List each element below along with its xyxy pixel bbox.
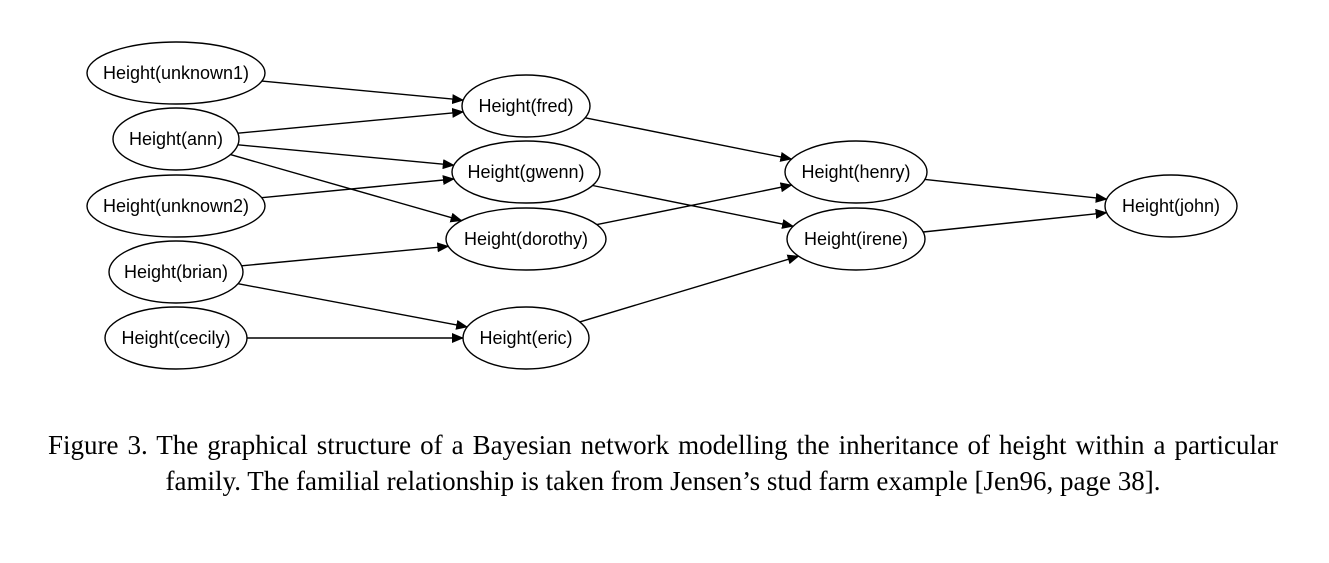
edge-ann-to-fred	[237, 107, 465, 134]
node-henry: Height(henry)	[784, 140, 928, 204]
edge-brian-to-dorothy	[241, 242, 450, 267]
edge-unknown1-to-fred	[261, 80, 465, 105]
edges-layer	[230, 80, 1108, 343]
edge-ann-to-dorothy	[230, 153, 463, 223]
figure-caption: Figure 3. The graphical structure of a B…	[48, 430, 1278, 496]
node-gwenn: Height(gwenn)	[451, 140, 601, 204]
node-ellipse-john	[1104, 174, 1238, 238]
node-ellipse-dorothy	[445, 207, 607, 271]
node-cecily: Height(cecily)	[104, 306, 248, 370]
node-ellipse-cecily	[104, 306, 248, 370]
node-ellipse-eric	[462, 306, 590, 370]
node-label-brian: Height(brian)	[124, 262, 228, 282]
node-eric: Height(eric)	[462, 306, 590, 370]
edge-unknown2-to-gwenn	[261, 175, 455, 199]
node-ellipse-irene	[786, 207, 926, 271]
node-label-henry: Height(henry)	[801, 162, 910, 182]
node-unknown2: Height(unknown2)	[86, 174, 266, 238]
edge-eric-to-irene	[579, 254, 800, 323]
node-label-gwenn: Height(gwenn)	[467, 162, 584, 182]
nodes-layer: Height(unknown1) Height(ann) Height(unknow…	[86, 41, 1238, 370]
node-label-cecily: Height(cecily)	[121, 328, 230, 348]
node-ellipse-unknown2	[86, 174, 266, 238]
edge-henry-to-john	[924, 178, 1108, 203]
node-ellipse-ann	[112, 107, 240, 171]
node-irene: Height(irene)	[786, 207, 926, 271]
node-brian: Height(brian)	[108, 240, 244, 304]
node-ellipse-henry	[784, 140, 928, 204]
edge-irene-to-john	[923, 208, 1108, 233]
node-label-unknown1: Height(unknown1)	[103, 63, 249, 83]
node-dorothy: Height(dorothy)	[445, 207, 607, 271]
edge-dorothy-to-henry	[596, 182, 793, 226]
bayesian-network-diagram: Height(unknown1) Height(ann) Height(unknow…	[86, 41, 1238, 370]
node-label-irene: Height(irene)	[804, 229, 908, 249]
edge-brian-to-eric	[237, 283, 469, 330]
node-unknown1: Height(unknown1)	[86, 41, 266, 105]
edge-fred-to-henry	[585, 117, 793, 162]
node-ann: Height(ann)	[112, 107, 240, 171]
node-label-unknown2: Height(unknown2)	[103, 196, 249, 216]
node-ellipse-fred	[461, 74, 591, 138]
node-fred: Height(fred)	[461, 74, 591, 138]
node-label-ann: Height(ann)	[129, 129, 223, 149]
node-john: Height(john)	[1104, 174, 1238, 238]
edge-ann-to-gwenn	[237, 144, 455, 170]
node-ellipse-gwenn	[451, 140, 601, 204]
edge-gwenn-to-irene	[592, 184, 795, 229]
node-ellipse-brian	[108, 240, 244, 304]
node-label-eric: Height(eric)	[479, 328, 572, 348]
node-label-dorothy: Height(dorothy)	[464, 229, 588, 249]
node-label-john: Height(john)	[1122, 196, 1220, 216]
node-ellipse-unknown1	[86, 41, 266, 105]
node-label-fred: Height(fred)	[478, 96, 573, 116]
